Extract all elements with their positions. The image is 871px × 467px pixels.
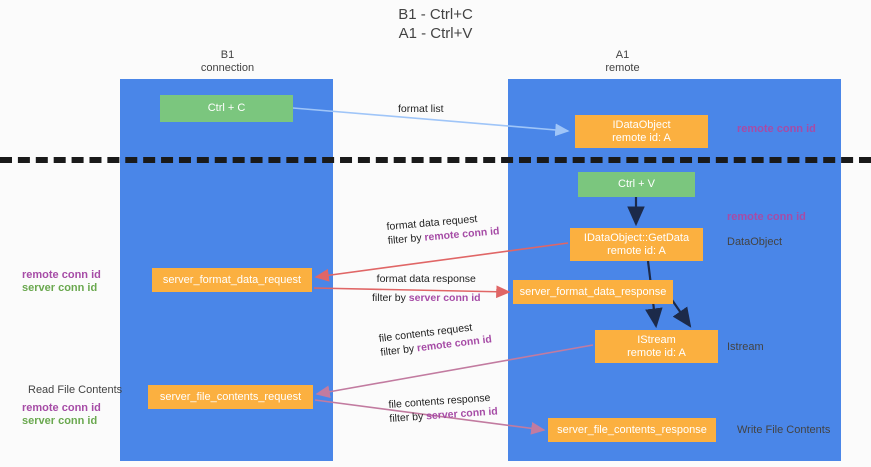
edge-label-file-contents-request: file contents request filter by remote c… [378, 318, 493, 359]
side-label-dataobject: DataObject [727, 236, 783, 248]
edge-label-file-contents-response: file contents response filter by server … [388, 390, 498, 426]
legend-server-conn-id: server conn id [22, 415, 98, 427]
legend-remote-conn-id: remote conn id [22, 269, 101, 281]
legend-middle: remote conn id server conn id [22, 269, 101, 295]
filter-key-server-conn-id: server conn id [425, 405, 499, 423]
node-server-file-contents-request[interactable]: server_file_contents_request [148, 385, 313, 409]
side-label-istream: Istream [727, 341, 764, 353]
side-label-write-file-contents: Write File Contents [737, 424, 831, 436]
edge-label-format-data-request: format data request filter by remote con… [386, 210, 500, 248]
filter-key-server-conn-id: server conn id [408, 292, 481, 304]
side-label-read-file-contents: Read File Contents [28, 384, 123, 396]
node-idataobject-getdata[interactable]: IDataObject::GetData remote id: A [570, 228, 703, 261]
filter-prefix: filter by [379, 342, 418, 359]
lane-header-a1: A1 remote [605, 49, 640, 74]
edge-label-format-data-response: format data response filter by server co… [372, 272, 481, 305]
diagram-title: B1 - Ctrl+C A1 - Ctrl+V [398, 6, 473, 42]
filter-prefix: filter by [387, 231, 425, 247]
node-server-format-data-response[interactable]: server_format_data_response [513, 280, 673, 304]
lane-header-b1: B1 connection [200, 49, 255, 74]
marker-remote-conn-id-mid: remote conn id [727, 211, 806, 223]
edge-label-line-2: filter by server conn id [372, 291, 481, 305]
marker-remote-conn-id-top: remote conn id [737, 123, 816, 135]
filter-prefix: filter by [372, 292, 409, 304]
phase-divider [0, 157, 871, 163]
edge-label-format-list: format list [398, 103, 444, 115]
node-ctrl-v[interactable]: Ctrl + V [578, 172, 695, 197]
edge-label-line-1: format data response [376, 273, 476, 285]
legend-server-conn-id: server conn id [22, 282, 98, 294]
filter-prefix: filter by [389, 410, 427, 425]
node-ctrl-c[interactable]: Ctrl + C [160, 95, 293, 122]
node-server-format-data-request[interactable]: server_format_data_request [152, 268, 312, 292]
legend-bottom: remote conn id server conn id [22, 402, 101, 428]
node-idataobject[interactable]: IDataObject remote id: A [575, 115, 708, 148]
node-server-file-contents-response[interactable]: server_file_contents_response [548, 418, 716, 442]
node-istream[interactable]: IStream remote id: A [595, 330, 718, 363]
legend-remote-conn-id: remote conn id [22, 402, 101, 414]
